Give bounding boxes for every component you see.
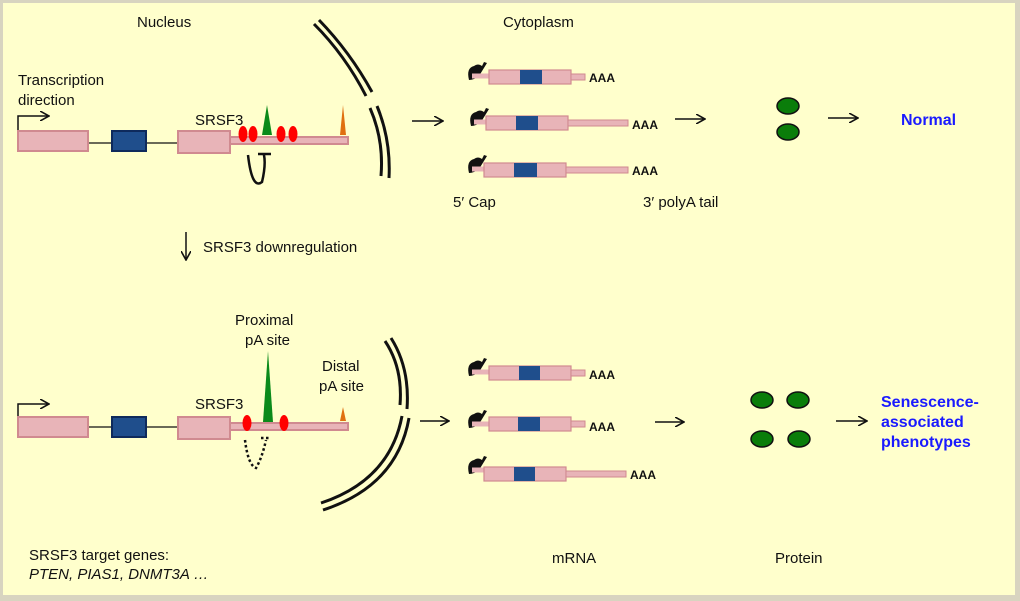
proximal-pa-site-marker bbox=[263, 351, 273, 422]
diagram-svg: Nucleus Cytoplasm Transcription directio… bbox=[17, 14, 979, 583]
transcription-start-arrow-icon bbox=[17, 404, 48, 418]
protein-icon bbox=[750, 430, 774, 448]
utr-3prime bbox=[229, 136, 349, 145]
looping-inhibition-icon bbox=[246, 152, 271, 185]
mrna-isoforms-top: AAA AAA AAA bbox=[468, 62, 658, 178]
srsf3-binding-site bbox=[279, 415, 289, 431]
senescence-label-1: Senescence- bbox=[881, 394, 979, 411]
protein-label: Protein bbox=[775, 550, 823, 567]
proximal-label-1: Proximal bbox=[235, 312, 293, 329]
coding-exon bbox=[111, 130, 147, 152]
distal-pa-site-marker bbox=[340, 105, 346, 135]
transcription-label-2: direction bbox=[18, 92, 75, 109]
distal-label-2: pA site bbox=[319, 378, 364, 395]
cytoplasm-label: Cytoplasm bbox=[503, 14, 574, 31]
srsf3-label-bottom: SRSF3 bbox=[195, 396, 243, 413]
polya-label: AAA bbox=[630, 468, 656, 482]
exon-1 bbox=[17, 416, 89, 438]
transcription-label-1: Transcription bbox=[18, 72, 104, 89]
last-exon bbox=[177, 416, 231, 440]
cap-label: 5′ Cap bbox=[453, 194, 496, 211]
distal-label-1: Distal bbox=[322, 358, 360, 375]
polya-label: AAA bbox=[632, 118, 658, 132]
srsf3-binding-site bbox=[242, 415, 252, 431]
srsf3-binding-site bbox=[288, 126, 298, 142]
protein-icon bbox=[787, 430, 811, 448]
mrna-isoform: AAA bbox=[468, 456, 656, 482]
diagram-canvas: Nucleus Cytoplasm Transcription directio… bbox=[3, 3, 1015, 595]
proximal-label-2: pA site bbox=[245, 332, 290, 349]
last-exon bbox=[177, 130, 231, 154]
mrna-isoform: AAA bbox=[470, 108, 658, 132]
lost-looping-inhibition-icon bbox=[243, 436, 270, 470]
target-genes-list: PTEN, PIAS1, DNMT3A … bbox=[29, 566, 208, 583]
protein-icon bbox=[786, 391, 810, 409]
protein-icon bbox=[750, 391, 774, 409]
protein-icon bbox=[776, 123, 800, 141]
polya-label: AAA bbox=[589, 368, 615, 382]
mrna-isoforms-bottom: AAA AAA AAA bbox=[468, 358, 656, 482]
normal-outcome-label: Normal bbox=[901, 112, 956, 129]
mrna-isoform: AAA bbox=[468, 410, 615, 434]
srsf3-binding-site bbox=[248, 126, 258, 142]
distal-pa-site-marker bbox=[340, 407, 346, 421]
exon-1 bbox=[17, 130, 89, 152]
protein-icon bbox=[776, 97, 800, 115]
srsf3-binding-site bbox=[276, 126, 286, 142]
srsf3-label-top: SRSF3 bbox=[195, 112, 243, 129]
coding-exon bbox=[111, 416, 147, 438]
nuclear-envelope-bottom bbox=[320, 337, 411, 512]
polya-tail-label: 3′ polyA tail bbox=[643, 194, 718, 211]
mrna-isoform: AAA bbox=[468, 62, 615, 85]
transcription-start-arrow-icon bbox=[17, 116, 48, 130]
srsf3-binding-site bbox=[238, 126, 248, 142]
utr-3prime bbox=[229, 422, 349, 431]
nuclear-envelope-top bbox=[312, 18, 391, 179]
senescence-label-3: phenotypes bbox=[881, 434, 971, 451]
mrna-isoform: AAA bbox=[468, 358, 615, 382]
nucleus-label: Nucleus bbox=[137, 14, 191, 31]
downregulation-label: SRSF3 downregulation bbox=[203, 239, 357, 256]
polya-label: AAA bbox=[632, 164, 658, 178]
gene-model-bottom bbox=[17, 351, 349, 470]
senescence-label-2: associated bbox=[881, 414, 964, 431]
proximal-pa-site-marker bbox=[262, 105, 272, 135]
gene-model-top bbox=[17, 105, 349, 185]
mrna-isoform: AAA bbox=[468, 155, 658, 178]
polya-label: AAA bbox=[589, 420, 615, 434]
target-genes-label: SRSF3 target genes: bbox=[29, 547, 169, 564]
mrna-label: mRNA bbox=[552, 550, 596, 567]
polya-label: AAA bbox=[589, 71, 615, 85]
